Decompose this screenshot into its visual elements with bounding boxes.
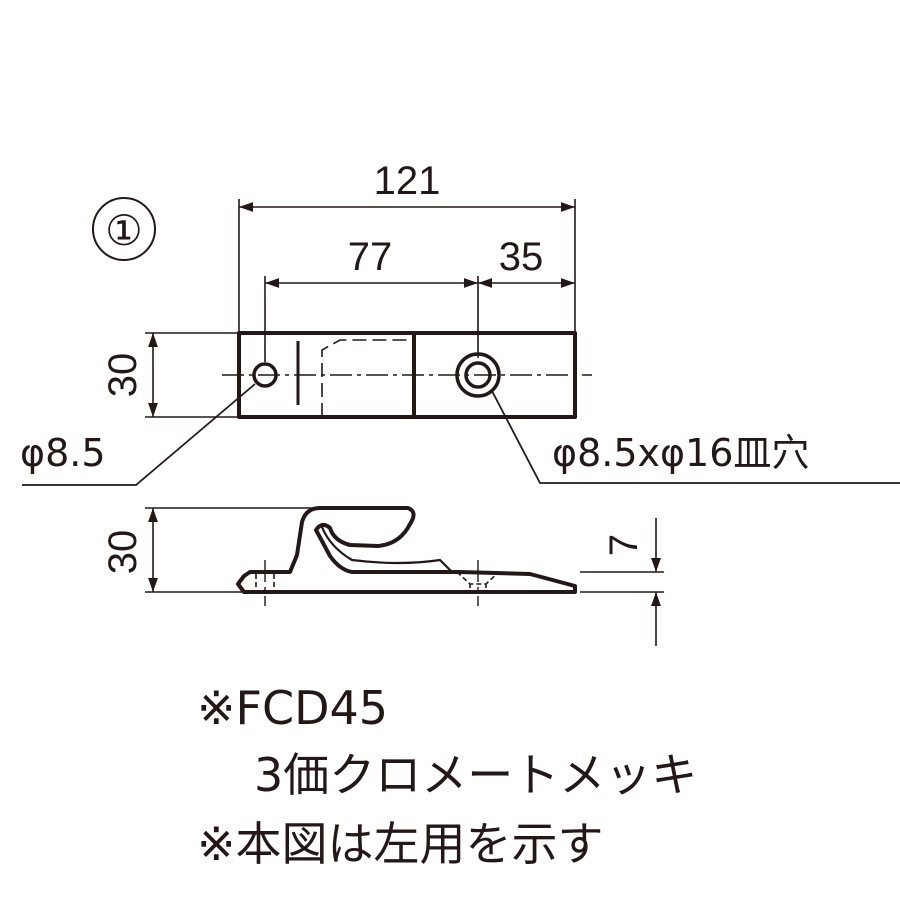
callout-countersunk-hole: φ8.5xφ16皿穴 <box>552 431 809 475</box>
bracket-profile <box>236 506 577 594</box>
side-view: 30 7 <box>101 506 664 646</box>
note-orientation: ※本図は左用を示す <box>197 817 604 871</box>
dim-end-offset: 35 <box>499 235 544 279</box>
dim-overall-length: 121 <box>374 159 441 203</box>
dim-width-top: 30 <box>101 353 145 398</box>
callout-small-hole: φ8.5 <box>20 431 106 475</box>
hidden-hook-outline <box>321 339 414 417</box>
leader-countersunk-hole <box>491 390 900 484</box>
dim-hole-spacing: 77 <box>348 235 393 279</box>
top-view: 121 77 35 30 φ8.5 φ8.5xφ16皿穴 <box>20 159 900 486</box>
leader-small-hole <box>22 383 256 486</box>
part-number: ① <box>105 207 143 254</box>
part-number-marker: ① <box>92 197 156 261</box>
note-material: ※FCD45 <box>197 681 388 735</box>
dim-thickness: 7 <box>602 534 646 556</box>
dim-height-side: 30 <box>101 530 145 575</box>
note-finish: 3価クロメートメッキ <box>254 748 697 802</box>
notes: ※FCD45 3価クロメートメッキ ※本図は左用を示す <box>197 681 697 871</box>
